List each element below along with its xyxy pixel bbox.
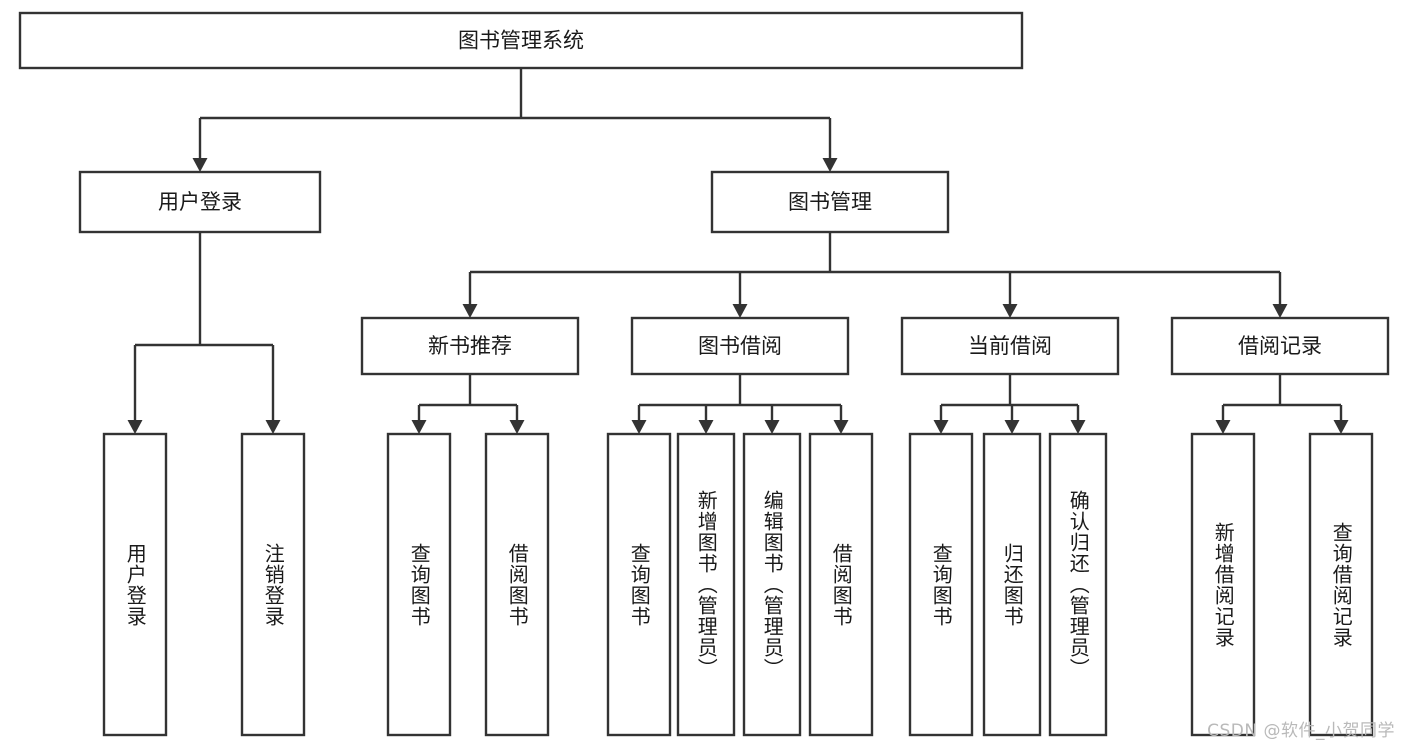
node-label-current-borrow: 当前借阅 bbox=[968, 334, 1052, 358]
node-box-book-manage[interactable] bbox=[710, 170, 950, 234]
node-box-leaf-logout-login[interactable] bbox=[240, 432, 306, 737]
node-label-system-title: 图书管理系统 bbox=[458, 29, 584, 53]
node-box-leaf-add-record[interactable] bbox=[1190, 432, 1256, 737]
arrow-to-leaf-return-book-head bbox=[1004, 420, 1020, 434]
arrow-to-new-book-recommend-head bbox=[462, 304, 478, 318]
boxes-layer bbox=[18, 11, 1390, 737]
node-box-leaf-edit-book[interactable] bbox=[742, 432, 802, 737]
arrow-to-leaf-logout-login-head bbox=[265, 420, 281, 434]
node-box-leaf-borrow-book-2[interactable] bbox=[808, 432, 874, 737]
csdn-watermark: CSDN @软件_小贺同学 bbox=[1207, 721, 1395, 741]
node-box-leaf-query-book-2[interactable] bbox=[606, 432, 672, 737]
node-box-leaf-user-login[interactable] bbox=[102, 432, 168, 737]
arrow-to-leaf-confirm-return-head bbox=[1070, 420, 1086, 434]
node-box-user-login[interactable] bbox=[78, 170, 322, 234]
arrow-to-user-login-head bbox=[192, 158, 208, 172]
arrow-to-leaf-query-book-1-head bbox=[411, 420, 427, 434]
arrow-to-current-borrow-head bbox=[1002, 304, 1018, 318]
arrow-to-borrow-record-head bbox=[1272, 304, 1288, 318]
arrow-to-book-manage-head bbox=[822, 158, 838, 172]
node-box-borrow-record[interactable] bbox=[1170, 316, 1390, 376]
node-box-leaf-query-record[interactable] bbox=[1308, 432, 1374, 737]
node-label-borrow-record: 借阅记录 bbox=[1238, 334, 1322, 358]
node-box-title[interactable] bbox=[18, 11, 1024, 70]
node-box-leaf-query-book-3[interactable] bbox=[908, 432, 974, 737]
node-label-book-manage: 图书管理 bbox=[788, 190, 872, 214]
arrow-to-leaf-query-book-2-head bbox=[631, 420, 647, 434]
arrow-to-leaf-add-book-head bbox=[698, 420, 714, 434]
arrow-to-leaf-add-record-head bbox=[1215, 420, 1231, 434]
node-box-leaf-add-book[interactable] bbox=[676, 432, 736, 737]
arrow-to-leaf-edit-book-head bbox=[764, 420, 780, 434]
node-box-leaf-borrow-book-1[interactable] bbox=[484, 432, 550, 737]
node-label-user-login: 用户登录 bbox=[158, 190, 242, 214]
node-box-leaf-query-book-1[interactable] bbox=[386, 432, 452, 737]
arrow-to-leaf-borrow-book-1-head bbox=[509, 420, 525, 434]
node-label-book-borrow: 图书借阅 bbox=[698, 334, 782, 358]
node-box-new-book-recommend[interactable] bbox=[360, 316, 580, 376]
node-box-leaf-return-book[interactable] bbox=[982, 432, 1042, 737]
arrow-to-book-borrow-head bbox=[732, 304, 748, 318]
connectors-layer bbox=[127, 68, 1349, 434]
arrow-to-leaf-borrow-book-2-head bbox=[833, 420, 849, 434]
arrow-to-leaf-user-login-head bbox=[127, 420, 143, 434]
node-label-new-book-recommend: 新书推荐 bbox=[428, 334, 512, 358]
arrow-to-leaf-query-book-3-head bbox=[933, 420, 949, 434]
node-box-leaf-confirm-return[interactable] bbox=[1048, 432, 1108, 737]
arrow-to-leaf-query-record-head bbox=[1333, 420, 1349, 434]
node-box-current-borrow[interactable] bbox=[900, 316, 1120, 376]
node-box-book-borrow[interactable] bbox=[630, 316, 850, 376]
